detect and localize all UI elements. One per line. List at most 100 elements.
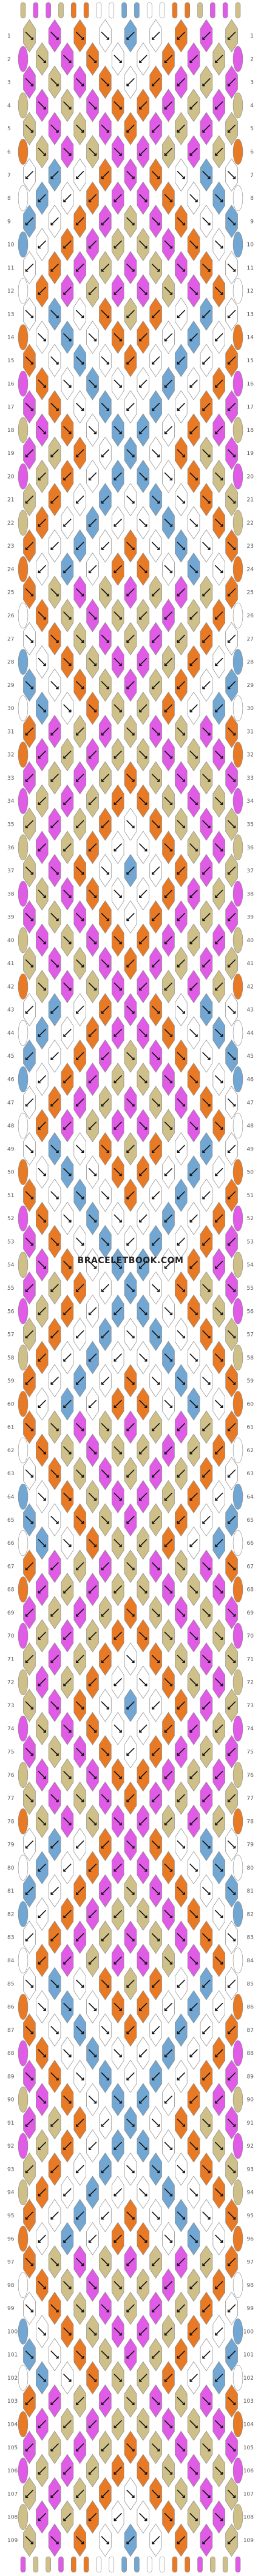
row-number-right: 102 [243, 2375, 254, 2382]
arrow-down-right-icon [76, 1423, 84, 1432]
arrow-down-left-icon [152, 1191, 160, 1200]
strand-top [121, 2, 127, 19]
arrow-down-right-icon [215, 287, 223, 295]
arrow-down-right-icon [215, 1910, 223, 1919]
arrow-down-right-icon [189, 751, 198, 759]
arrow-down-left-icon [50, 496, 59, 504]
row-number-right: 69 [247, 1610, 254, 1616]
arrow-down-left-icon [139, 426, 147, 434]
arrow-down-right-icon [126, 2119, 135, 2127]
arrow-down-left-icon [126, 2304, 135, 2312]
arrow-down-left-icon [114, 1353, 122, 1362]
arrow-down-right-icon [227, 1933, 236, 1942]
row-number-right: 81 [247, 1888, 254, 1894]
arrow-down-right-icon [50, 78, 59, 87]
row-number-left: 81 [7, 1888, 14, 1894]
edge-strand [232, 1622, 243, 1649]
arrow-down-right-icon [152, 171, 160, 179]
row-number-left: 105 [7, 2445, 18, 2451]
arrow-down-left-icon [101, 217, 109, 225]
arrow-down-left-icon [215, 1446, 223, 1455]
edge-strand [232, 2411, 243, 2437]
arrow-down-right-icon [227, 2211, 236, 2220]
arrow-down-right-icon [126, 1284, 135, 1292]
arrow-down-right-icon [101, 681, 109, 689]
arrow-down-right-icon [38, 889, 46, 898]
row-number-right: 97 [247, 2260, 254, 2266]
arrow-down-right-icon [202, 496, 211, 504]
arrow-down-left-icon [114, 472, 122, 480]
strand-bottom [197, 2556, 203, 2573]
row-number-left: 47 [7, 1100, 14, 1106]
arrow-down-left-icon [114, 1864, 122, 1872]
arrow-down-left-icon [101, 2489, 109, 2498]
arrow-down-right-icon [50, 310, 59, 319]
arrow-down-left-icon [177, 866, 185, 875]
row-number-right: 34 [247, 798, 254, 805]
arrow-down-right-icon [114, 2002, 122, 2011]
arrow-down-right-icon [139, 1585, 147, 1594]
arrow-down-left-icon [25, 2489, 34, 2498]
arrow-down-left-icon [25, 1655, 34, 1664]
arrow-down-right-icon [152, 217, 160, 225]
arrow-down-left-icon [164, 1771, 173, 1779]
arrow-down-right-icon [189, 2234, 198, 2243]
arrow-down-left-icon [114, 240, 122, 249]
arrow-down-left-icon [38, 2142, 46, 2150]
row-number-left: 85 [7, 1981, 14, 1987]
arrow-down-right-icon [38, 982, 46, 991]
arrow-down-right-icon [114, 426, 122, 434]
row-number-left: 29 [7, 683, 15, 689]
arrow-down-left-icon [101, 2165, 109, 2174]
arrow-down-right-icon [25, 2026, 34, 2034]
arrow-down-right-icon [88, 936, 97, 944]
arrow-down-left-icon [152, 1516, 160, 1524]
arrow-down-left-icon [139, 55, 147, 64]
arrow-down-right-icon [50, 1701, 59, 1710]
strand-top [197, 2, 203, 19]
strand-bottom [172, 2556, 178, 2573]
arrow-down-left-icon [177, 32, 185, 40]
arrow-down-left-icon [189, 1492, 198, 1501]
arrow-down-left-icon [215, 101, 223, 110]
row-number-right: 77 [247, 1796, 254, 1802]
arrow-down-right-icon [215, 565, 223, 574]
arrow-down-left-icon [38, 797, 46, 805]
arrow-down-left-icon [215, 1539, 223, 1547]
arrow-down-right-icon [227, 1330, 236, 1339]
arrow-down-left-icon [63, 565, 72, 574]
edge-strand [232, 649, 243, 675]
arrow-down-left-icon [114, 2512, 122, 2521]
strand-top [222, 2, 228, 19]
arrow-down-left-icon [114, 2420, 122, 2429]
edge-strand [232, 46, 243, 72]
arrow-down-left-icon [215, 333, 223, 342]
arrow-down-right-icon [76, 1516, 84, 1524]
row-number-right: 78 [247, 1819, 254, 1825]
arrow-down-right-icon [88, 2096, 97, 2104]
arrow-down-left-icon [114, 2188, 122, 2197]
arrow-down-left-icon [76, 1006, 84, 1014]
arrow-down-left-icon [38, 1864, 46, 1872]
arrow-down-left-icon [177, 634, 185, 643]
arrow-down-right-icon [227, 1608, 236, 1617]
edge-strand [18, 1622, 29, 1649]
arrow-down-right-icon [38, 2374, 46, 2382]
arrow-down-left-icon [76, 1562, 84, 1570]
arrow-down-right-icon [177, 2211, 185, 2220]
row-number-left: 43 [7, 1007, 14, 1014]
arrow-down-left-icon [76, 1655, 84, 1664]
arrow-down-left-icon [215, 936, 223, 944]
arrow-down-left-icon [177, 356, 185, 365]
arrow-down-right-icon [114, 1724, 122, 1733]
strand-bottom [210, 2556, 215, 2573]
arrow-down-left-icon [215, 1214, 223, 1223]
arrow-down-left-icon [63, 2234, 72, 2243]
arrow-down-right-icon [126, 820, 135, 829]
arrow-down-right-icon [25, 1191, 34, 1200]
arrow-down-left-icon [139, 101, 147, 110]
arrow-down-left-icon [202, 912, 211, 921]
arrow-down-right-icon [50, 1794, 59, 1802]
row-number-right: 106 [243, 2468, 254, 2474]
arrow-down-left-icon [215, 1724, 223, 1733]
